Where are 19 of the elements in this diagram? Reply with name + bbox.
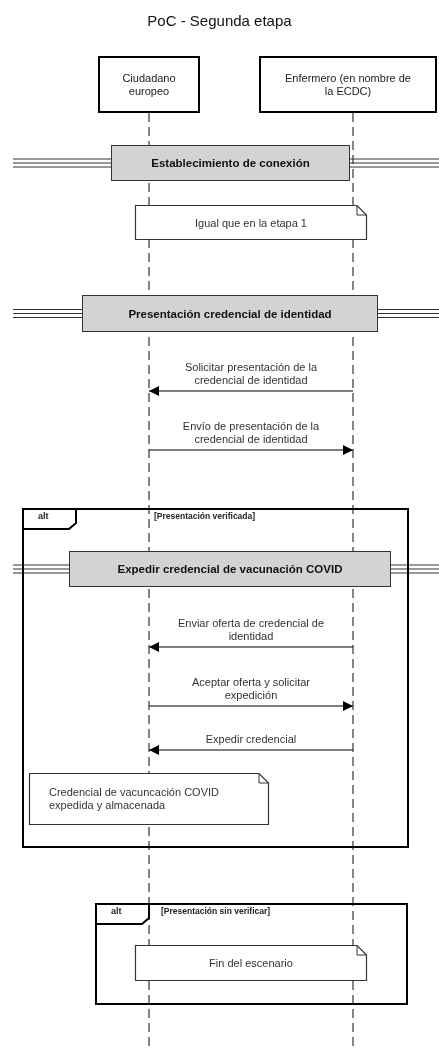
- guard-condition: [Presentación sin verificar]: [161, 906, 271, 916]
- message-arrow: [148, 445, 354, 455]
- frame-operator: alt: [111, 906, 122, 916]
- message-arrow: [148, 701, 354, 711]
- section-header: Expedir credencial de vacunación COVID: [69, 551, 391, 587]
- note-text: Igual que en la etapa 1: [194, 216, 308, 229]
- diagram-title: PoC - Segunda etapa: [146, 12, 293, 29]
- message-arrow: [148, 642, 354, 652]
- message-label: Enviar oferta de credencial de identidad: [176, 617, 326, 643]
- note-text: Fin del escenario: [208, 956, 294, 970]
- guard-condition: [Presentación verificada]: [154, 511, 256, 521]
- frame-operator: alt: [38, 511, 49, 521]
- alt-frame: [95, 903, 408, 1005]
- section-header: Presentación credencial de identidad: [82, 295, 378, 332]
- message-arrow: [148, 386, 354, 396]
- alt-frame: [22, 508, 409, 848]
- message-arrow: [148, 745, 354, 755]
- section-header: Establecimiento de conexión: [111, 145, 350, 181]
- note-text: Credencial de vacuncación COVID expedida y almacenada: [48, 786, 220, 812]
